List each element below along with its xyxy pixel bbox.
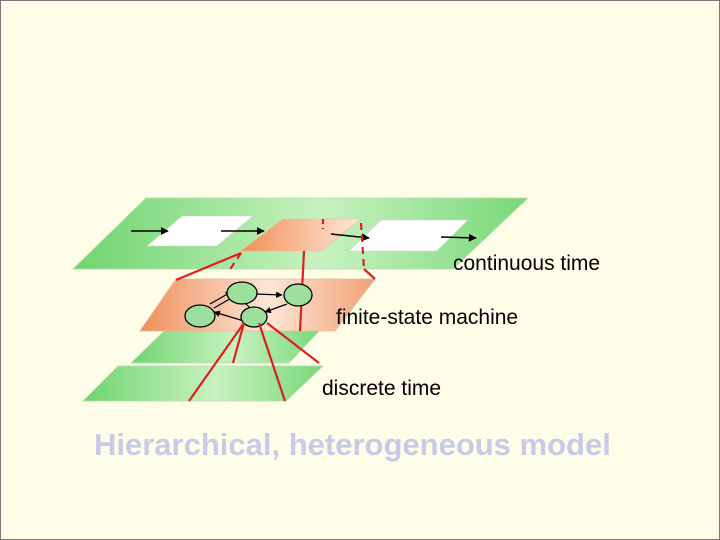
arrow-out-of-right-block (440, 233, 477, 242)
refinement-line-discrete-upper-right (266, 322, 320, 364)
discrete-time-layer-upper (130, 330, 320, 364)
refinement-dash-left (228, 252, 242, 272)
block-middle-refined (240, 218, 362, 252)
fsm-state-left (184, 304, 216, 328)
fsm-state-top-left (226, 281, 258, 305)
block-left (146, 215, 254, 247)
fsm-label: finite-state machine (336, 306, 519, 329)
transition-top-left-to-top-right (254, 291, 283, 299)
fsm-state-bottom (240, 306, 268, 328)
discrete-time-label: discrete time (322, 377, 442, 400)
transition-bottom-left (213, 310, 245, 322)
refinement-line-fsm-left (175, 251, 242, 282)
refinement-line-discrete-lower-right (257, 322, 287, 402)
transition-top-right-to-bottom (264, 303, 288, 314)
slide-caption: Hierarchical, heterogeneous model (94, 427, 611, 462)
discrete-time-layer-lower (82, 365, 325, 402)
fsm-state-top-right (283, 283, 313, 307)
refinement-line-discrete-lower-left (188, 322, 245, 402)
refinement-line-discrete-upper-left (231, 322, 246, 364)
refinement-line-fsm-right (363, 268, 376, 280)
refinement-dash-right (359, 222, 366, 270)
continuous-time-label: continuous time (453, 252, 601, 275)
block-right (348, 219, 469, 252)
